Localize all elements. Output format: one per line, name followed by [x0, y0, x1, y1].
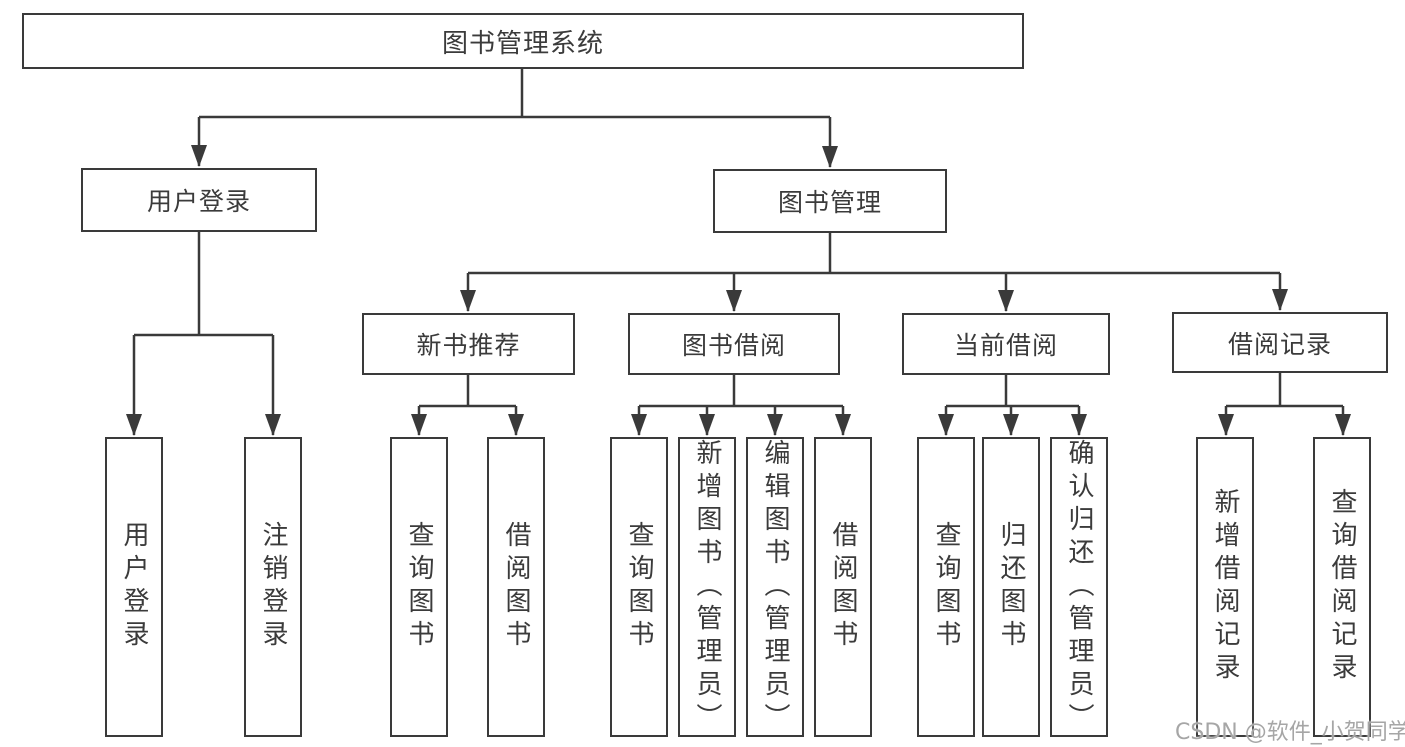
node-book-management: 图书管理 — [713, 169, 947, 233]
leaf-borrow-books-borrow: 借阅图书 — [814, 437, 872, 737]
leaf-query-books-recommend: 查询图书 — [390, 437, 448, 737]
node-current-borrow: 当前借阅 — [902, 313, 1110, 375]
leaf-return-books: 归还图书 — [982, 437, 1040, 737]
leaf-query-books-current-label: 查询图书 — [931, 521, 961, 653]
leaf-add-books-admin-label: 新增图书（管理员） — [692, 439, 722, 736]
leaf-add-borrow-record: 新增借阅记录 — [1196, 437, 1254, 737]
leaf-query-books-recommend-label: 查询图书 — [404, 521, 434, 653]
leaf-query-books-borrow: 查询图书 — [610, 437, 668, 737]
leaf-query-borrow-record-label: 查询借阅记录 — [1327, 488, 1357, 686]
node-new-book-recommend: 新书推荐 — [362, 313, 575, 375]
node-root-system: 图书管理系统 — [22, 13, 1024, 69]
leaf-borrow-books-borrow-label: 借阅图书 — [828, 521, 858, 653]
leaf-add-borrow-record-label: 新增借阅记录 — [1210, 488, 1240, 686]
node-book-borrow: 图书借阅 — [628, 313, 840, 375]
leaf-borrow-books-recommend-label: 借阅图书 — [501, 521, 531, 653]
leaf-return-books-label: 归还图书 — [996, 521, 1026, 653]
node-borrow-records: 借阅记录 — [1172, 312, 1388, 373]
leaf-user-login: 用户登录 — [105, 437, 163, 737]
leaf-add-books-admin: 新增图书（管理员） — [678, 437, 736, 737]
leaf-query-books-current: 查询图书 — [917, 437, 975, 737]
leaf-logout-label: 注销登录 — [258, 521, 288, 653]
leaf-confirm-return-admin-label: 确认归还（管理员） — [1064, 439, 1094, 736]
leaf-logout: 注销登录 — [244, 437, 302, 737]
leaf-query-books-borrow-label: 查询图书 — [624, 521, 654, 653]
node-user-login: 用户登录 — [81, 168, 317, 232]
leaf-query-borrow-record: 查询借阅记录 — [1313, 437, 1371, 737]
leaf-edit-books-admin: 编辑图书（管理员） — [746, 437, 804, 737]
leaf-user-login-label: 用户登录 — [119, 521, 149, 653]
leaf-borrow-books-recommend: 借阅图书 — [487, 437, 545, 737]
leaf-edit-books-admin-label: 编辑图书（管理员） — [760, 439, 790, 736]
watermark: CSDN @软件_小贺同学 — [1175, 720, 1405, 745]
leaf-confirm-return-admin: 确认归还（管理员） — [1050, 437, 1108, 737]
